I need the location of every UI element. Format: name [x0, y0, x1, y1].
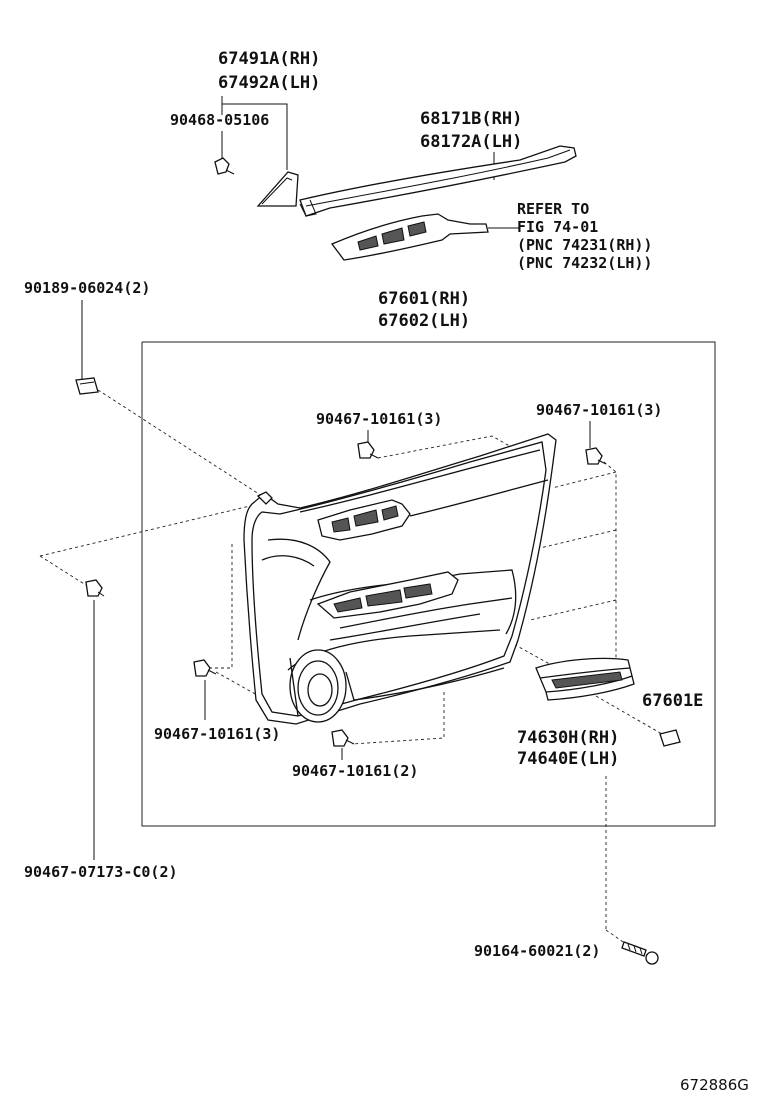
garnish-icon[interactable]: [256, 171, 299, 207]
label-clip-garnish[interactable]: 90468-05106: [170, 111, 269, 129]
switch-base-icon[interactable]: [330, 213, 520, 261]
label-panel-lh[interactable]: 67602(LH): [378, 311, 470, 331]
figure-id: 672886G: [680, 1076, 749, 1094]
clip-icon[interactable]: [75, 377, 99, 395]
screw-icon[interactable]: [621, 941, 659, 965]
label-clip-center-top[interactable]: 90467-10161(3): [316, 410, 442, 428]
label-light-lh[interactable]: 74640E(LH): [517, 749, 619, 769]
clip-icon[interactable]: [585, 447, 607, 465]
label-clip-bottom-left[interactable]: 90467-07173-C0(2): [24, 863, 178, 881]
label-garnish-lh[interactable]: 67492A(LH): [218, 73, 320, 93]
label-panel-rh[interactable]: 67601(RH): [378, 289, 470, 309]
weatherstrip-icon[interactable]: [299, 145, 577, 217]
clip-icon[interactable]: [659, 729, 681, 747]
label-weatherstrip-rh[interactable]: 68171B(RH): [420, 109, 522, 129]
courtesy-light-icon[interactable]: [535, 657, 635, 701]
label-refer-2[interactable]: FIG 74-01: [517, 218, 598, 236]
label-clip-right-top[interactable]: 90467-10161(3): [536, 401, 662, 419]
label-clip-left-top[interactable]: 90189-06024(2): [24, 279, 150, 297]
label-screw[interactable]: 90164-60021(2): [474, 942, 600, 960]
label-clip-lower-left[interactable]: 90467-10161(3): [154, 725, 280, 743]
label-pocket-code[interactable]: 67601E: [642, 691, 703, 711]
clip-icon[interactable]: [85, 579, 105, 597]
clip-icon[interactable]: [193, 659, 217, 677]
label-clip-lower-center[interactable]: 90467-10161(2): [292, 762, 418, 780]
clip-icon[interactable]: [331, 729, 355, 747]
door-trim-panel-icon[interactable]: [243, 433, 557, 725]
panel-frame: [141, 341, 716, 827]
label-light-rh[interactable]: 74630H(RH): [517, 728, 619, 748]
label-garnish-rh[interactable]: 67491A(RH): [218, 49, 320, 69]
leader-garnish: [221, 96, 288, 170]
clip-icon[interactable]: [214, 157, 235, 175]
clip-icon[interactable]: [357, 441, 379, 459]
label-weatherstrip-lh[interactable]: 68172A(LH): [420, 132, 522, 152]
label-refer-1[interactable]: REFER TO: [517, 200, 589, 218]
label-refer-3[interactable]: (PNC 74231(RH)): [517, 236, 652, 254]
label-refer-4[interactable]: (PNC 74232(LH)): [517, 254, 652, 272]
